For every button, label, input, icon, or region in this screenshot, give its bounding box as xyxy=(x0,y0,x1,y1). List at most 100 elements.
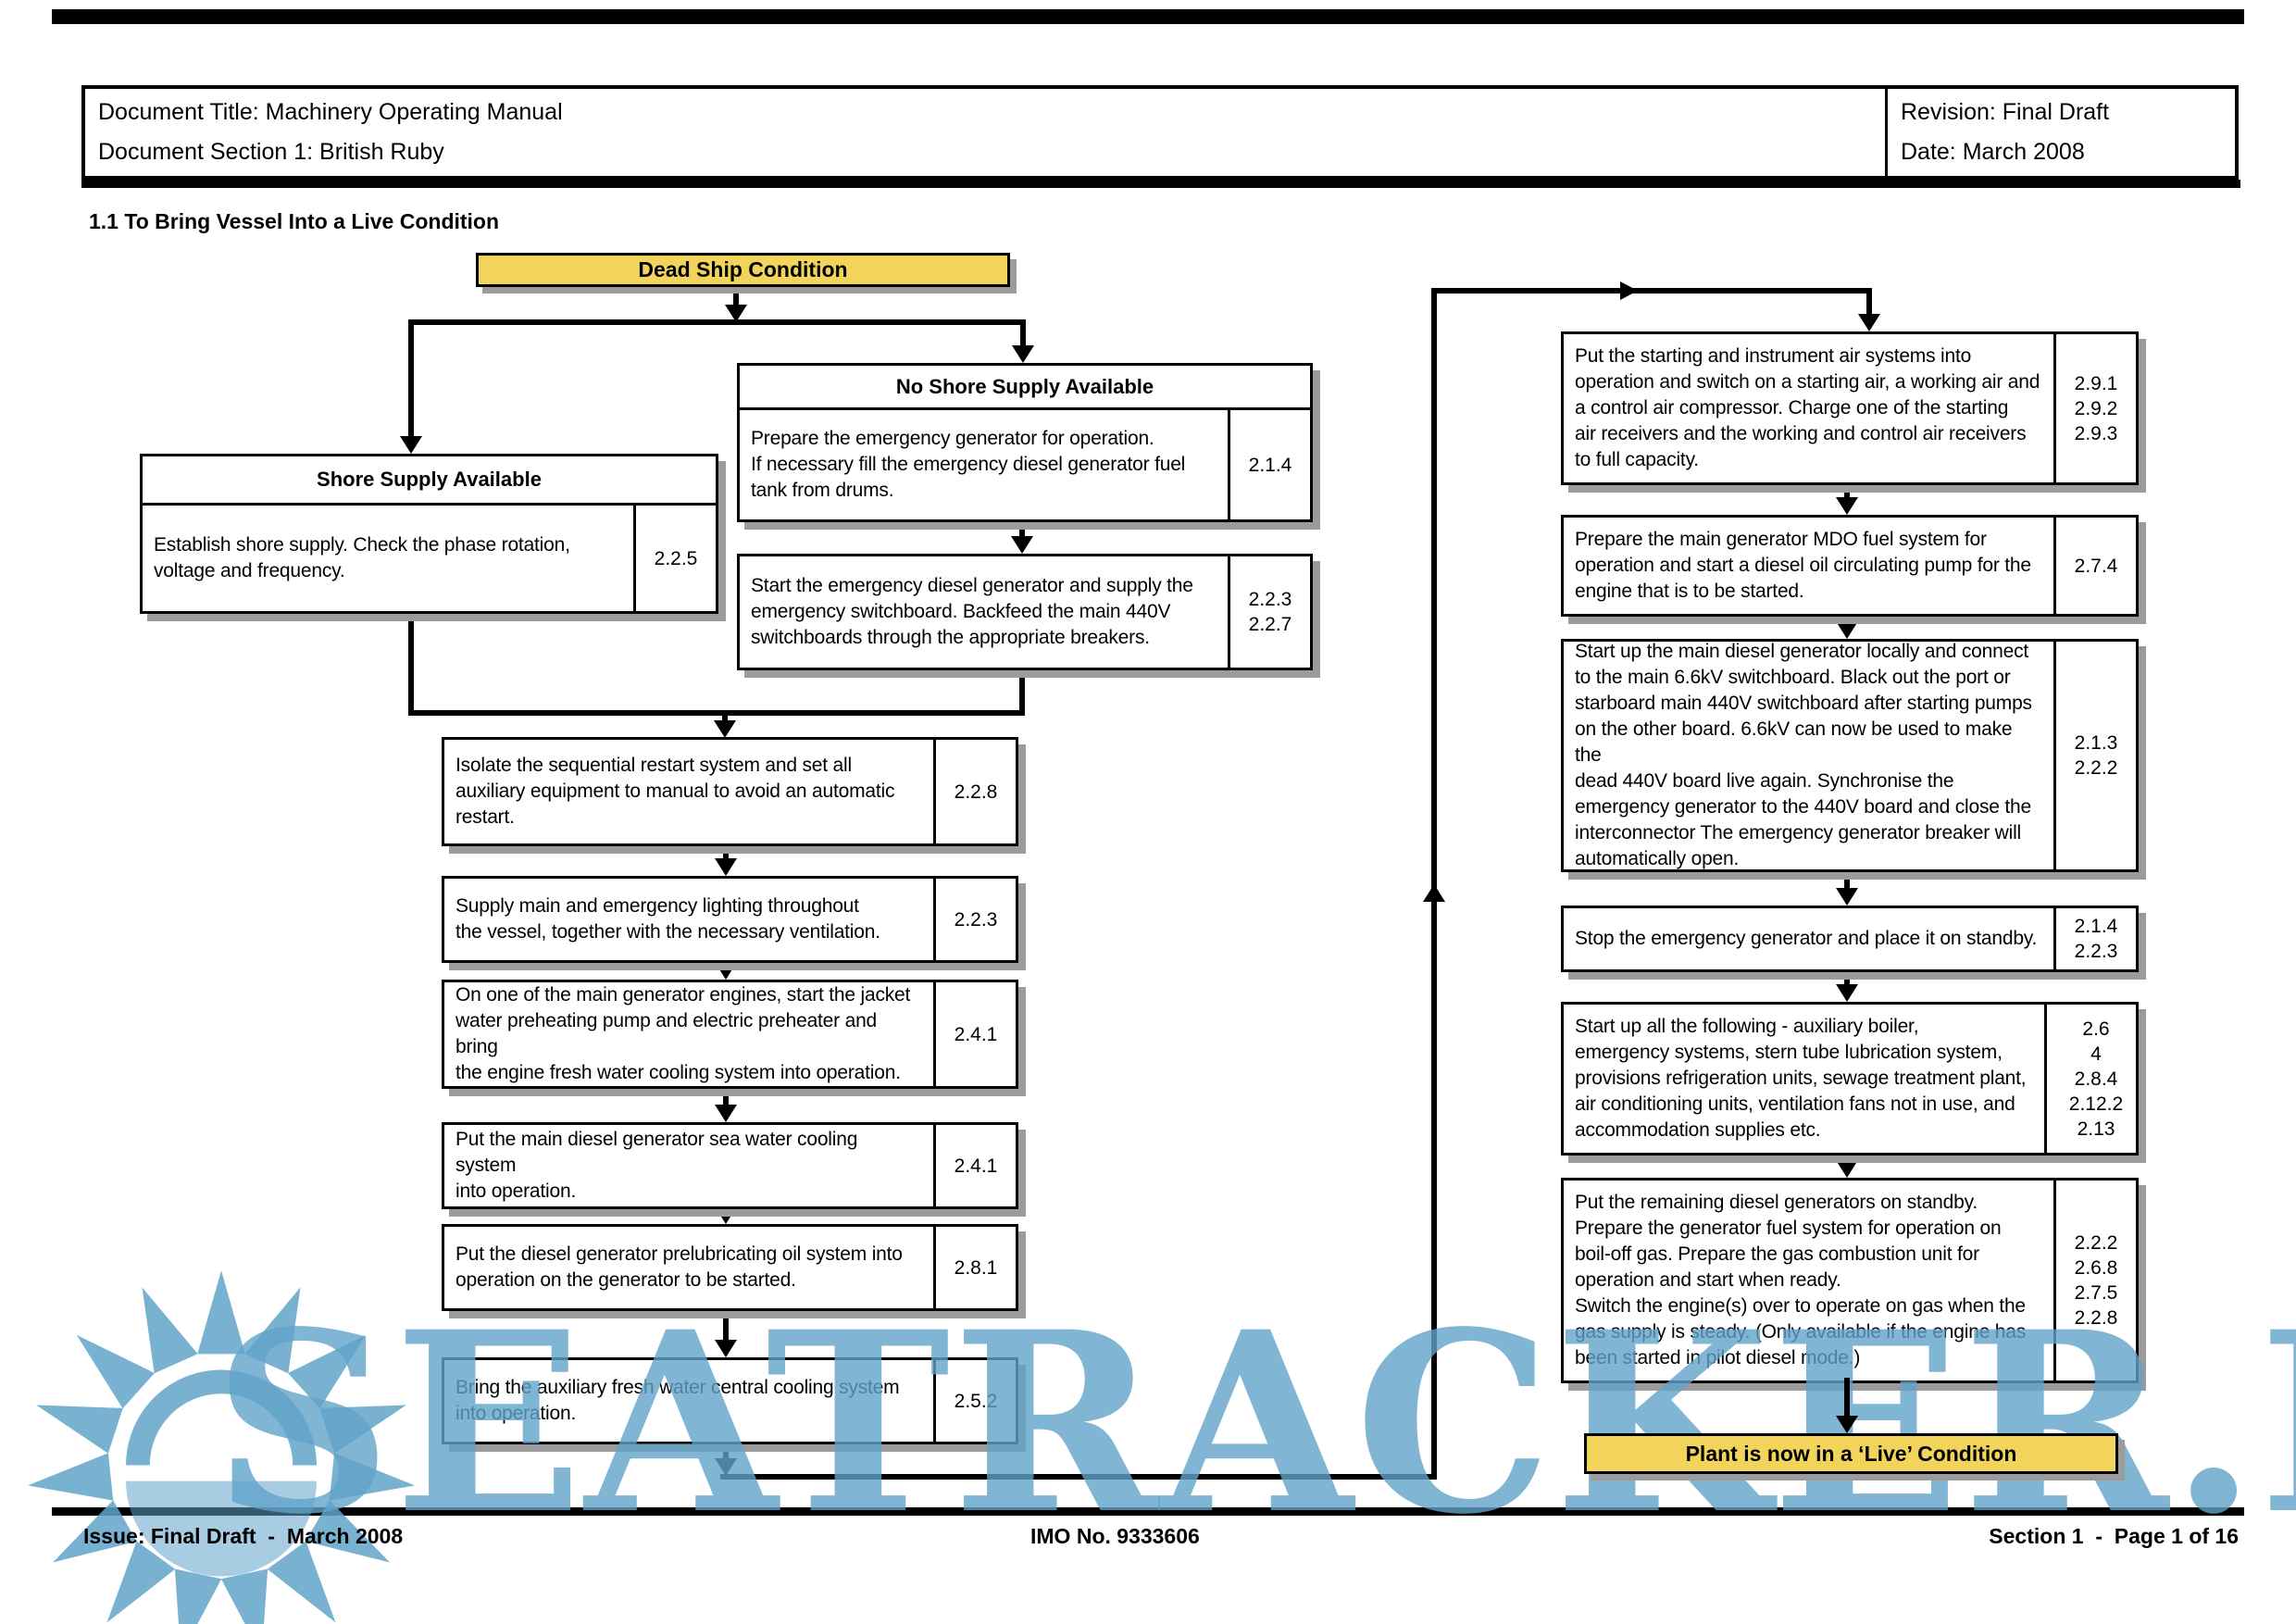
doc-date: Date: March 2008 xyxy=(1901,139,2085,165)
arrow-down-icon xyxy=(715,858,737,876)
flow-line xyxy=(1866,288,1872,315)
no-shore-supply-row: Prepare the emergency generator for oper… xyxy=(740,410,1310,519)
arrow-right-icon xyxy=(1620,281,1638,300)
shore-supply-row: Establish shore supply. Check the phase … xyxy=(143,506,716,611)
step-text-value: Put the diesel generator prelubricating … xyxy=(455,1243,903,1291)
step-text-value: Start the emergency diesel generator and… xyxy=(751,575,1193,648)
flow-line xyxy=(720,1474,1437,1480)
right-step-3: Start up the main diesel generator local… xyxy=(1561,639,2139,872)
footer-rule xyxy=(52,1507,2244,1516)
top-rule xyxy=(52,9,2244,24)
title-block: Document Title: Machinery Operating Manu… xyxy=(81,85,2239,180)
ref-value: 2.2.3 xyxy=(1248,589,1292,610)
arrow-down-icon xyxy=(1858,314,1880,331)
main-step-5: Put the diesel generator prelubricating … xyxy=(442,1224,1018,1311)
step-text-value: Prepare the emergency generator for oper… xyxy=(751,428,1186,501)
arrow-down-icon xyxy=(715,962,737,980)
step-ref: 2.1.4 2.2.3 xyxy=(2053,908,2136,969)
step-text: Prepare the emergency generator for oper… xyxy=(740,410,1228,519)
step-text-value: Bring the auxiliary fresh water central … xyxy=(455,1377,900,1424)
ref-value: 2.6.8 xyxy=(2074,1257,2118,1279)
ref-value: 2.2.2 xyxy=(2074,757,2118,779)
step-ref: 2.2.3 2.2.7 xyxy=(1228,556,1310,668)
step-ref: 2.2.5 xyxy=(633,506,716,611)
step-ref: 2.2.8 xyxy=(933,740,1016,843)
ref-value: 2.9.2 xyxy=(2074,397,2118,419)
no-shore-step2-box: Start the emergency diesel generator and… xyxy=(737,554,1313,670)
right-step-6: Put the remaining diesel generators on s… xyxy=(1561,1178,2139,1383)
step-text: Isolate the sequential restart system an… xyxy=(444,740,933,843)
step-ref: 2.7.4 xyxy=(2053,518,2136,614)
step-ref: 2.4.1 xyxy=(933,1125,1016,1206)
flow-line xyxy=(723,1439,729,1459)
main-step-3: On one of the main generator engines, st… xyxy=(442,980,1018,1089)
ref-value: 2.2.5 xyxy=(654,547,698,569)
step-text: Bring the auxiliary fresh water central … xyxy=(444,1360,933,1442)
doc-revision: Revision: Final Draft xyxy=(1901,99,2110,125)
step-text-value: Put the main diesel generator sea water … xyxy=(455,1129,858,1202)
arrow-down-icon xyxy=(715,1458,737,1476)
arrow-down-icon xyxy=(715,1340,737,1357)
ref-value: 2.6 xyxy=(2082,1018,2110,1040)
step-text-value: Put the remaining diesel generators on s… xyxy=(1575,1192,2027,1368)
step-text: On one of the main generator engines, st… xyxy=(444,982,933,1086)
step-text: Put the starting and instrument air syst… xyxy=(1564,334,2053,482)
step-ref: 2.2.3 xyxy=(933,879,1016,960)
ref-value: 2.2.8 xyxy=(954,781,998,803)
arrow-down-icon xyxy=(400,436,422,454)
step-text-value: Stop the emergency generator and place i… xyxy=(1575,928,2038,949)
arrow-down-icon xyxy=(715,1206,737,1224)
ref-value: 2.2.8 xyxy=(2074,1307,2118,1329)
ref-value: 2.9.1 xyxy=(2074,372,2118,394)
title-block-left: Document Title: Machinery Operating Manu… xyxy=(85,89,1888,176)
step-text: Supply main and emergency lighting throu… xyxy=(444,879,933,960)
arrow-down-icon xyxy=(1011,536,1033,554)
right-step-5: Start up all the following - auxiliary b… xyxy=(1561,1002,2139,1156)
flow-line xyxy=(723,841,729,859)
step-text: Prepare the main generator MDO fuel syst… xyxy=(1564,518,2053,614)
ref-value: 2.5.2 xyxy=(954,1390,998,1412)
step-text-value: Put the starting and instrument air syst… xyxy=(1575,345,2040,470)
ref-value: 2.1.4 xyxy=(2074,916,2118,937)
step-text-value: Start up all the following - auxiliary b… xyxy=(1575,1016,2027,1141)
arrow-down-icon xyxy=(1836,1160,1858,1178)
step-text-value: Prepare the main generator MDO fuel syst… xyxy=(1575,529,2031,602)
no-shore-supply-box: No Shore Supply Available Prepare the em… xyxy=(737,363,1313,522)
ref-value: 4 xyxy=(2090,1043,2102,1065)
flow-line xyxy=(1020,319,1026,346)
flow-line xyxy=(408,608,414,716)
ref-value: 2.1.4 xyxy=(1248,454,1292,476)
step-ref: 2.6 4 2.8.4 2.12.2 2.13 xyxy=(2044,1005,2136,1153)
footer-issue: Issue: Final Draft - March 2008 xyxy=(83,1524,404,1548)
ref-value: 2.12.2 xyxy=(2068,1093,2124,1115)
title-block-right: Revision: Final Draft Date: March 2008 xyxy=(1888,89,2235,176)
ref-value: 2.8.1 xyxy=(954,1256,998,1279)
flow-line xyxy=(408,319,414,437)
step-ref: 2.4.1 xyxy=(933,982,1016,1086)
flow-end-node: Plant is now in a ‘Live’ Condition xyxy=(1584,1433,2118,1474)
flow-line xyxy=(1431,288,1437,1480)
no-shore-supply-title: No Shore Supply Available xyxy=(740,366,1310,410)
ref-value: 2.13 xyxy=(2077,1118,2115,1140)
right-step-1: Put the starting and instrument air syst… xyxy=(1561,331,2139,485)
flow-line xyxy=(733,281,739,306)
right-step-4: Stop the emergency generator and place i… xyxy=(1561,906,2139,972)
flow-line xyxy=(408,710,1025,716)
doc-title: Document Title: Machinery Operating Manu… xyxy=(98,99,563,125)
ref-value: 2.2.3 xyxy=(2074,941,2118,962)
main-step-2: Supply main and emergency lighting throu… xyxy=(442,876,1018,963)
main-step-4: Put the main diesel generator sea water … xyxy=(442,1122,1018,1209)
main-step-1: Isolate the sequential restart system an… xyxy=(442,737,1018,846)
arrow-down-icon xyxy=(715,1105,737,1122)
step-text: Start up all the following - auxiliary b… xyxy=(1564,1005,2044,1153)
flow-line xyxy=(1019,517,1025,537)
flow-line xyxy=(1844,1150,1850,1161)
flow-line xyxy=(1844,480,1850,498)
arrow-down-icon xyxy=(725,305,747,322)
shore-supply-title: Shore Supply Available xyxy=(143,456,716,506)
ref-value: 2.2.7 xyxy=(1248,614,1292,635)
flow-line xyxy=(722,716,728,721)
arrow-down-icon xyxy=(1012,345,1034,363)
step-text-value: Start up the main diesel generator local… xyxy=(1575,641,2032,869)
flow-start-node: Dead Ship Condition xyxy=(476,253,1010,287)
